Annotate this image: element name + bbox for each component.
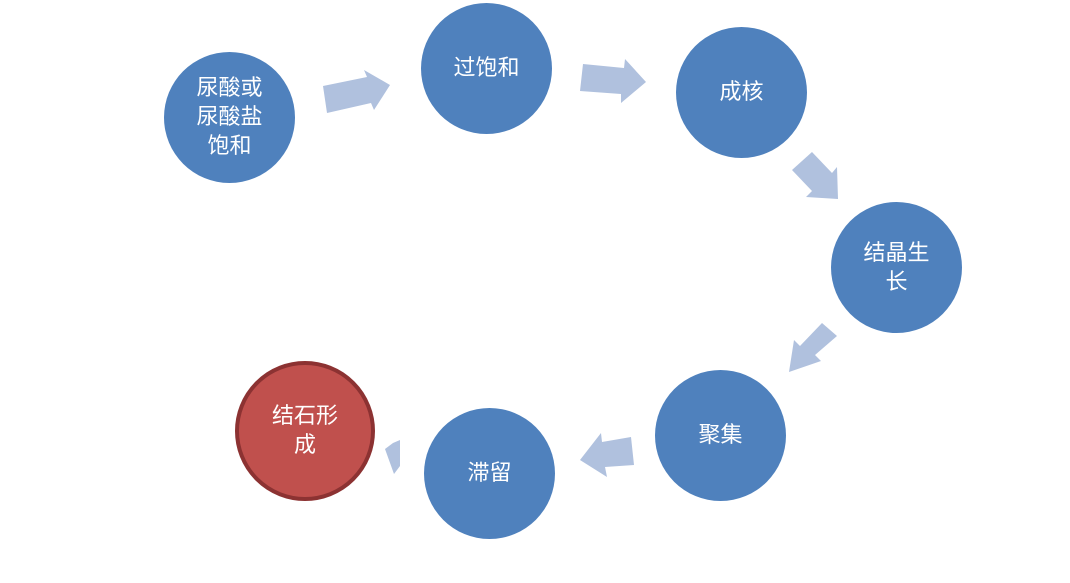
node-crystal-growth: 结晶生长 xyxy=(831,202,962,333)
node-supersaturation: 过饱和 xyxy=(421,3,552,134)
node-stone-formation: 结石形成 xyxy=(235,361,375,501)
node-label: 结晶生长 xyxy=(863,240,930,295)
arrow-n6-n7 xyxy=(385,440,400,474)
node-uric-acid-saturation: 尿酸或尿酸盐饱和 xyxy=(164,52,295,183)
arrow-n5-n6 xyxy=(580,433,634,477)
arrow-n3-n4 xyxy=(792,152,838,199)
node-nucleation: 成核 xyxy=(676,27,807,158)
arrow-n1-n2 xyxy=(323,70,390,113)
arrow-n2-n3 xyxy=(580,59,646,103)
node-label: 聚集 xyxy=(698,423,743,448)
arrow-n4-n5 xyxy=(789,323,837,372)
node-label: 结石形成 xyxy=(271,404,338,458)
node-label: 尿酸或尿酸盐饱和 xyxy=(196,76,263,159)
node-label: 成核 xyxy=(719,80,764,105)
node-label: 滞留 xyxy=(467,461,512,486)
node-aggregation: 聚集 xyxy=(655,370,786,501)
node-label: 过饱和 xyxy=(453,56,520,81)
node-retention: 滞留 xyxy=(424,408,555,539)
